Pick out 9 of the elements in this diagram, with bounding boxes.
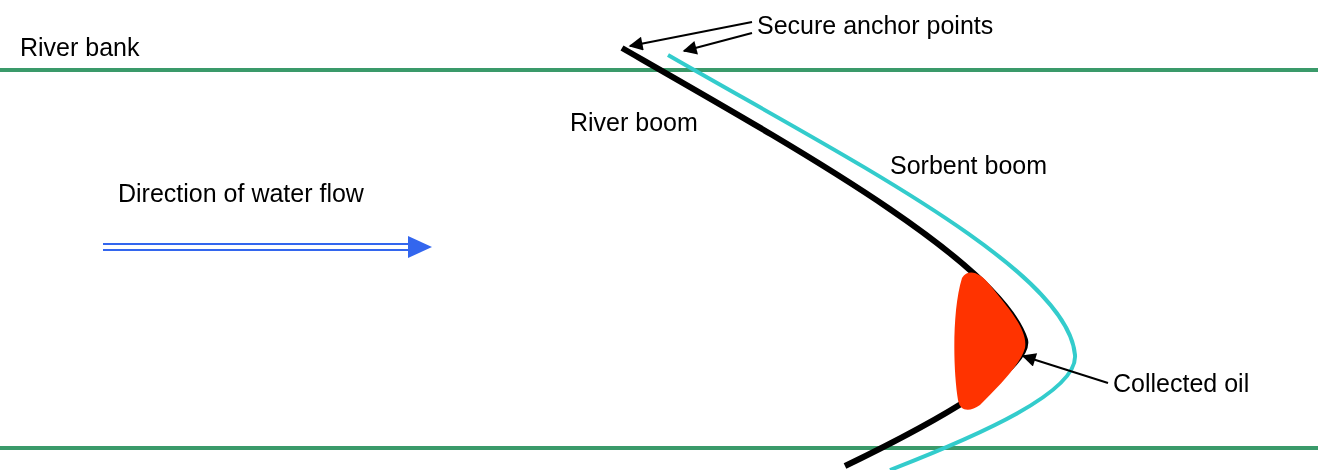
leader-line	[628, 21, 753, 51]
leader-line	[1021, 353, 1109, 384]
leader-line	[682, 32, 753, 55]
label-text: Sorbent boom	[890, 150, 1048, 180]
callout-text: Collected oil	[1113, 368, 1250, 398]
callout-text: Secure anchor points	[757, 10, 994, 40]
label-text: River bank	[20, 32, 140, 62]
label-text: Direction of water flow	[118, 178, 364, 208]
label-text: River boom	[570, 107, 698, 137]
